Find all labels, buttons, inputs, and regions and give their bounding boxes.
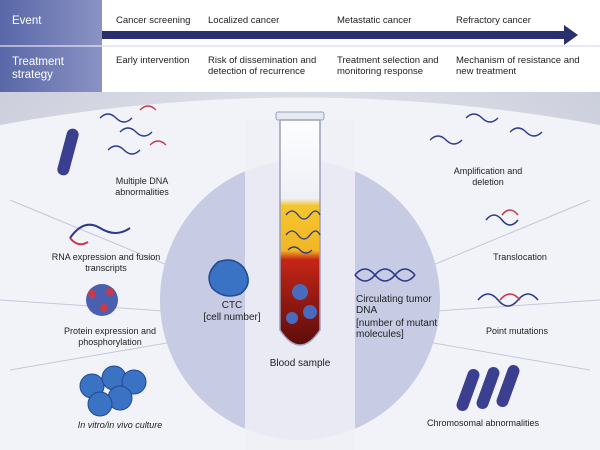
test-tube xyxy=(275,111,325,346)
treatment-strategy-label: Treatment strategy xyxy=(12,56,64,81)
amplification-icon xyxy=(429,113,543,145)
timeline-arrow-bar xyxy=(102,31,564,39)
label-cell-culture: In vitro/in vivo culture xyxy=(77,420,163,430)
label-protein-expression: Protein expression and phosphorylation xyxy=(63,326,157,347)
event-cancer-screening: Cancer screening xyxy=(116,15,191,26)
ctdna-helix xyxy=(354,268,416,282)
dna-abnormalities-icon xyxy=(57,105,167,176)
ctdna-subtitle: [number of mutant molecules] xyxy=(356,318,438,340)
strategy-early-intervention: Early intervention xyxy=(116,55,190,66)
event-label: Event xyxy=(12,15,42,27)
protein-expression-icon xyxy=(86,284,118,316)
tube-label: Blood sample xyxy=(269,358,331,369)
chromosomes-icon xyxy=(456,364,520,412)
label-chromosomal: Chromosomal abnormalities xyxy=(426,418,540,428)
ctc-subtitle: [cell number] xyxy=(203,312,261,323)
event-localized-cancer: Localized cancer xyxy=(208,15,280,26)
label-rna-expression: RNA expression and fusion transcripts xyxy=(51,252,161,273)
strategy-resistance: Mechanism of resistance and new treatmen… xyxy=(456,55,580,77)
ctc-cell xyxy=(208,259,249,297)
event-metastatic-cancer: Metastatic cancer xyxy=(337,15,412,26)
strategy-treatment-selection: Treatment selection and monitoring respo… xyxy=(337,55,439,77)
ctdna-title: Circulating tumor DNA xyxy=(356,294,432,316)
ctc-title: CTC xyxy=(221,300,243,311)
event-refractory-cancer: Refractory cancer xyxy=(456,15,531,26)
label-translocation: Translocation xyxy=(493,252,547,262)
point-mutations-icon xyxy=(477,293,539,307)
label-dna-abnormalities: Multiple DNA abnormalities xyxy=(115,176,169,197)
strategy-dissemination-recurrence: Risk of dissemination and detection of r… xyxy=(208,55,317,77)
timeline-arrow-head xyxy=(564,25,578,45)
cell-culture-icon xyxy=(79,365,147,417)
translocation-icon xyxy=(485,209,519,226)
label-point-mutations: Point mutations xyxy=(485,326,549,336)
rna-expression-icon xyxy=(69,223,131,246)
label-amplification: Amplification and deletion xyxy=(453,166,523,187)
